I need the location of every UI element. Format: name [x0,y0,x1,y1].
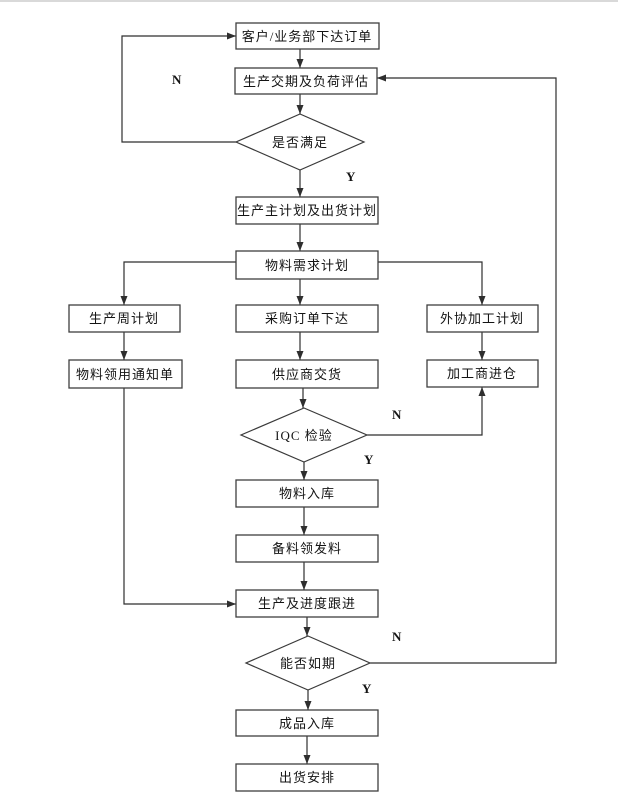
node-prepare-issue-label: 备料领发料 [272,541,342,556]
edge-iqc-no-to-processorin [367,387,486,436]
edge-mrp-to-outsourceplan [378,261,486,305]
edge-mrp-to-weeklyplan [120,261,236,305]
decision-on-schedule: 能否如期 [244,635,372,691]
node-material-notice-label: 物料领用通知单 [76,367,174,382]
node-po-release-label: 采购订单下达 [265,311,349,326]
node-mrp-label: 物料需求计划 [265,258,349,273]
node-material-in-label: 物料入库 [279,486,335,501]
node-po-release: 采购订单下达 [235,304,379,333]
branch-label-schedule-yes: Y [362,681,372,696]
node-assessment-label: 生产交期及负荷评估 [243,74,369,89]
node-assessment: 生产交期及负荷评估 [234,67,378,95]
edge-materialnotice-to-production [123,388,236,608]
decision-satisfied-label: 是否满足 [272,135,328,150]
node-production-follow-label: 生产及进度跟进 [258,596,356,611]
decision-on-schedule-label: 能否如期 [280,656,336,671]
node-master-plan: 生产主计划及出货计划 [235,196,379,225]
node-prepare-issue: 备料领发料 [235,534,379,563]
node-outsource-plan: 外协加工计划 [426,304,539,333]
node-outsource-plan-label: 外协加工计划 [440,311,524,326]
node-material-in: 物料入库 [235,479,379,508]
node-master-plan-label: 生产主计划及出货计划 [237,203,377,218]
node-processor-in-label: 加工商进仓 [447,366,517,381]
branch-label-satisfied-no: N [172,72,182,87]
node-weekly-plan: 生产周计划 [68,304,181,333]
node-supplier-delivery-label: 供应商交货 [272,367,342,382]
node-shipping: 出货安排 [235,763,379,792]
node-fg-in-label: 成品入库 [279,716,335,731]
branch-label-iqc-no: N [392,407,402,422]
branch-label-iqc-yes: Y [364,452,374,467]
node-supplier-delivery: 供应商交货 [235,359,379,389]
node-processor-in: 加工商进仓 [426,359,539,388]
decision-iqc: IQC 检验 [239,407,369,463]
node-fg-in: 成品入库 [235,709,379,737]
branch-label-satisfied-yes: Y [346,169,356,184]
branch-label-schedule-no: N [392,629,402,644]
node-material-notice: 物料领用通知单 [68,359,183,389]
edge-onschedule-no-to-assessment [370,74,557,664]
edge-satisfied-no-loop [121,32,236,143]
node-shipping-label: 出货安排 [279,770,335,785]
node-mrp: 物料需求计划 [235,250,379,280]
node-order: 客户/业务部下达订单 [235,22,380,50]
node-production-follow: 生产及进度跟进 [235,589,379,618]
decision-satisfied: 是否满足 [234,113,366,171]
node-order-label: 客户/业务部下达订单 [242,29,373,44]
node-weekly-plan-label: 生产周计划 [89,311,159,326]
decision-iqc-label: IQC 检验 [275,428,333,443]
